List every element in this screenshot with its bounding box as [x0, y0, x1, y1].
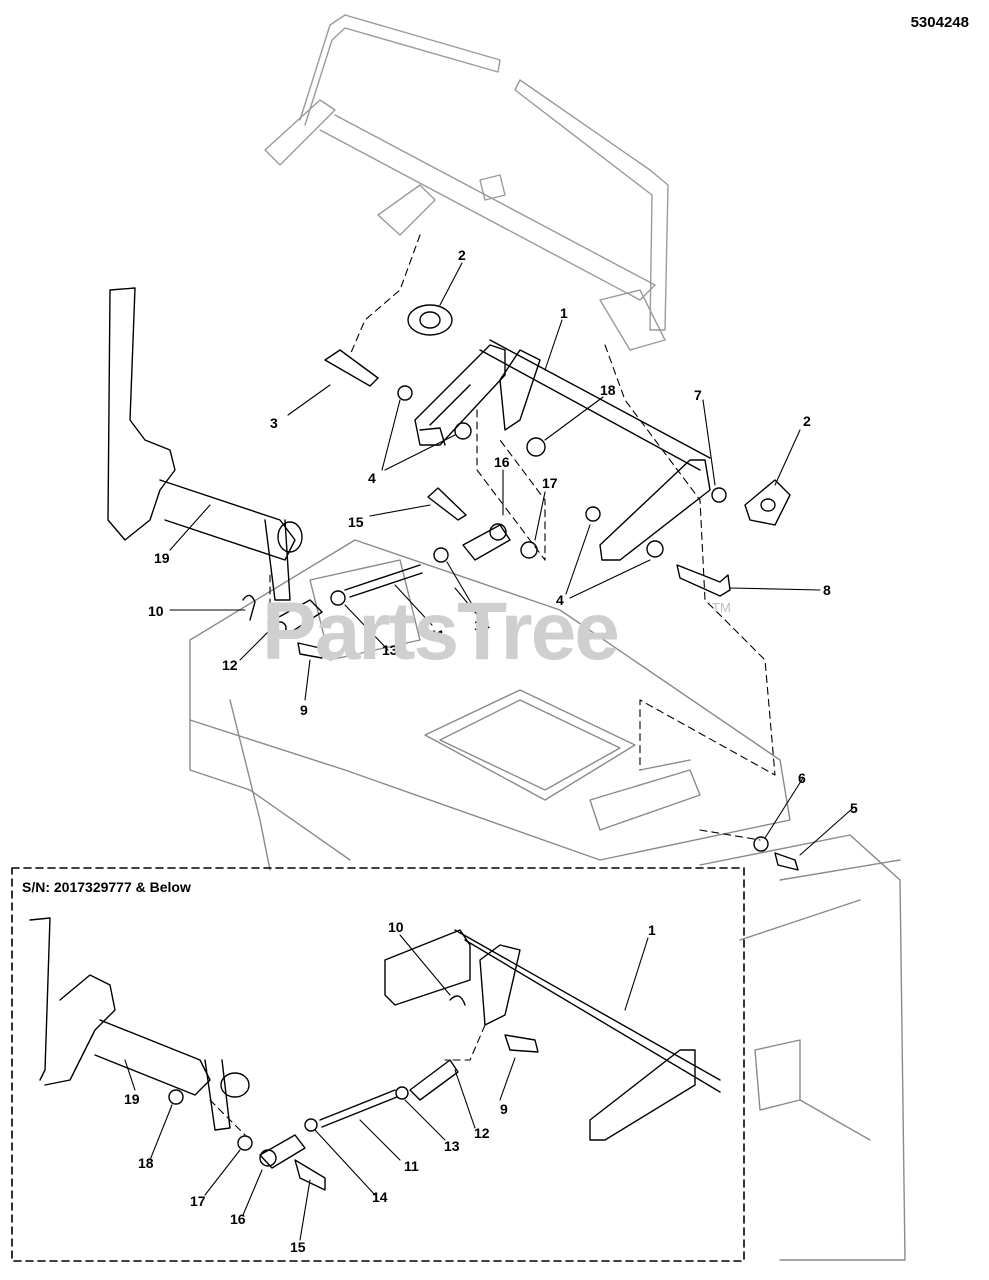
- callout-16: 16: [494, 454, 510, 470]
- inset-callout-18: 18: [138, 1155, 154, 1171]
- callouts-inset: 10 1 19 9 12 13 18 11 17 14 16 15: [124, 919, 656, 1255]
- inset-callout-12: 12: [474, 1125, 490, 1141]
- inset-callout-11: 11: [404, 1158, 419, 1174]
- inset-callout-13: 13: [444, 1138, 460, 1154]
- callout-2a: 2: [458, 247, 466, 263]
- callout-15: 15: [348, 514, 364, 530]
- callout-12: 12: [222, 657, 238, 673]
- inset-callout-19: 19: [124, 1091, 140, 1107]
- drawing-number: 5304248: [910, 14, 969, 31]
- leader-lines: [124, 262, 854, 1241]
- mower-frame: [189, 539, 906, 1261]
- callout-18: 18: [600, 382, 616, 398]
- inset-callout-16: 16: [230, 1211, 246, 1227]
- callout-3: 3: [270, 415, 278, 431]
- inset-callout-17: 17: [190, 1193, 206, 1209]
- inset-callout-1: 1: [648, 922, 656, 938]
- rod-assembly-inset: [29, 917, 721, 1191]
- inset-callout-10: 10: [388, 919, 404, 935]
- callout-6: 6: [798, 770, 806, 786]
- callout-11: 11: [430, 627, 445, 643]
- callouts-main: 2 1 18 3 4 7 2 16 17 15 19 4 8 10 11 14 …: [148, 247, 858, 816]
- control-handle-assembly: [264, 14, 669, 351]
- inset-callout-14: 14: [372, 1189, 388, 1205]
- trademark-symbol: TM: [712, 600, 731, 615]
- callout-19: 19: [154, 550, 170, 566]
- callout-17: 17: [542, 475, 558, 491]
- assembly-dash-lines: [269, 234, 776, 841]
- callout-13: 13: [382, 642, 398, 658]
- callout-7: 7: [694, 387, 702, 403]
- callout-2b: 2: [803, 413, 811, 429]
- callout-14: 14: [474, 617, 490, 633]
- partstree-watermark: PartsTree: [262, 586, 620, 677]
- inset-callout-9: 9: [500, 1101, 508, 1117]
- callout-4b: 4: [556, 592, 564, 608]
- callout-8: 8: [823, 582, 831, 598]
- inset-title: S/N: 2017329777 & Below: [22, 879, 191, 895]
- inset-frame: [11, 867, 745, 1262]
- callout-9: 9: [300, 702, 308, 718]
- callout-10: 10: [148, 603, 164, 619]
- callout-1: 1: [560, 305, 568, 321]
- callout-4a: 4: [368, 470, 376, 486]
- callout-5: 5: [850, 800, 858, 816]
- inset-callout-15: 15: [290, 1239, 306, 1255]
